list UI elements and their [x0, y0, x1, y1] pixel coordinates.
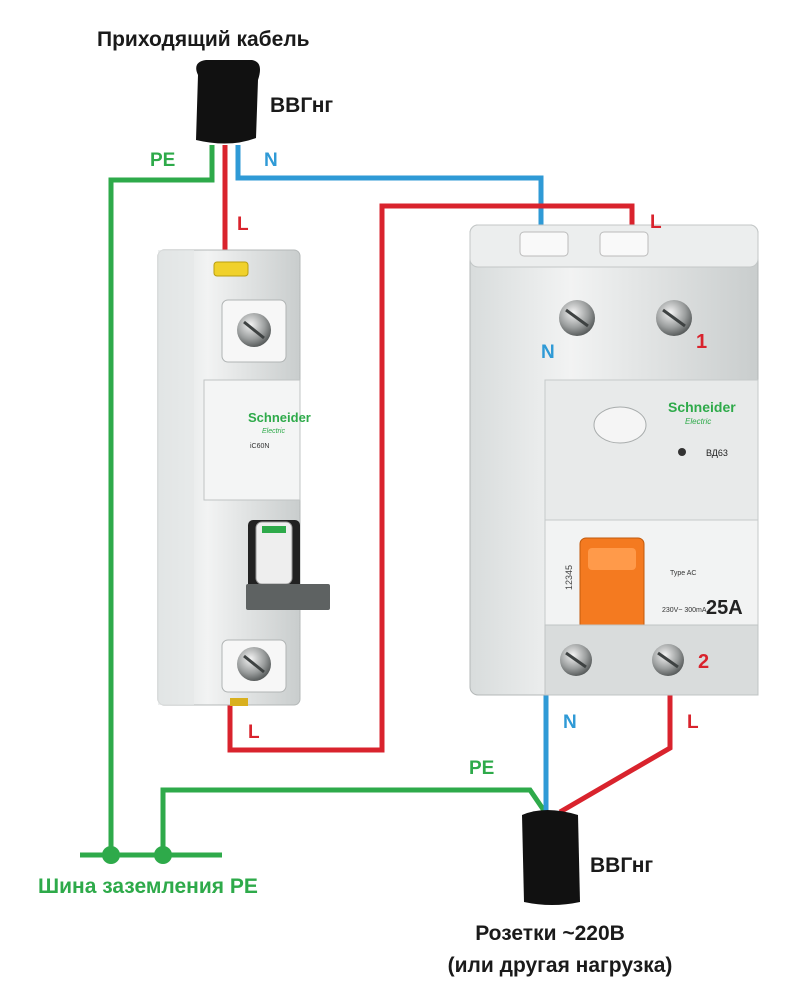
rcd-rating: 25A — [706, 597, 743, 619]
rcd-brand-sub: Electric — [685, 417, 711, 426]
title: Приходящий кабель — [97, 28, 310, 51]
cable-in-label: ВВГнг — [270, 94, 333, 117]
n-label-rcd: N — [541, 342, 555, 363]
terminal-1-label: 1 — [696, 331, 707, 353]
l-wire-bottom — [558, 690, 673, 815]
l-label-top: L — [237, 214, 249, 235]
ground-bus-label: Шина заземления PE — [38, 875, 258, 898]
rcd-indicator — [678, 448, 686, 456]
circuit-breaker: Schneider Electric iC60N — [157, 249, 330, 706]
l-label-bottom: L — [687, 712, 699, 733]
pe-label-bottom: PE — [469, 758, 494, 779]
rcd-brand: Schneider — [668, 399, 736, 415]
rcd-type: Type AC — [670, 570, 696, 577]
rcd-serial: 12345 — [564, 565, 574, 590]
load-line2: (или другая нагрузка) — [448, 954, 673, 977]
n-label-bottom: N — [563, 712, 577, 733]
terminal-2-label: 2 — [698, 651, 709, 673]
breaker-model: iC60N — [250, 443, 269, 450]
pe-wire-bottom — [160, 787, 548, 855]
incoming-cable — [196, 60, 260, 144]
outgoing-cable — [522, 810, 580, 905]
load-line1: Розетки ~220В — [475, 922, 625, 945]
rcd-test-button[interactable] — [593, 406, 647, 444]
ground-bus-node — [154, 846, 172, 864]
breaker-brand-sub: Electric — [262, 428, 285, 435]
rcd-spec: 230V~ 300mA — [662, 607, 707, 614]
breaker-brand: Schneider — [248, 410, 311, 425]
rcd-device: Schneider Electric ВД63 12345 Type AC 23… — [469, 224, 759, 696]
rcd-model: ВД63 — [706, 448, 728, 458]
l-wire-breaker-to-rcd — [227, 203, 635, 753]
l-label-right: L — [650, 212, 662, 233]
l-label-breaker-out: L — [248, 722, 260, 743]
ground-bus-node — [102, 846, 120, 864]
cable-out-label: ВВГнг — [590, 854, 653, 877]
n-wire-top — [235, 145, 544, 262]
n-label-top: N — [264, 150, 278, 171]
pe-label-top: PE — [150, 150, 175, 171]
pe-wire-top — [108, 145, 215, 855]
